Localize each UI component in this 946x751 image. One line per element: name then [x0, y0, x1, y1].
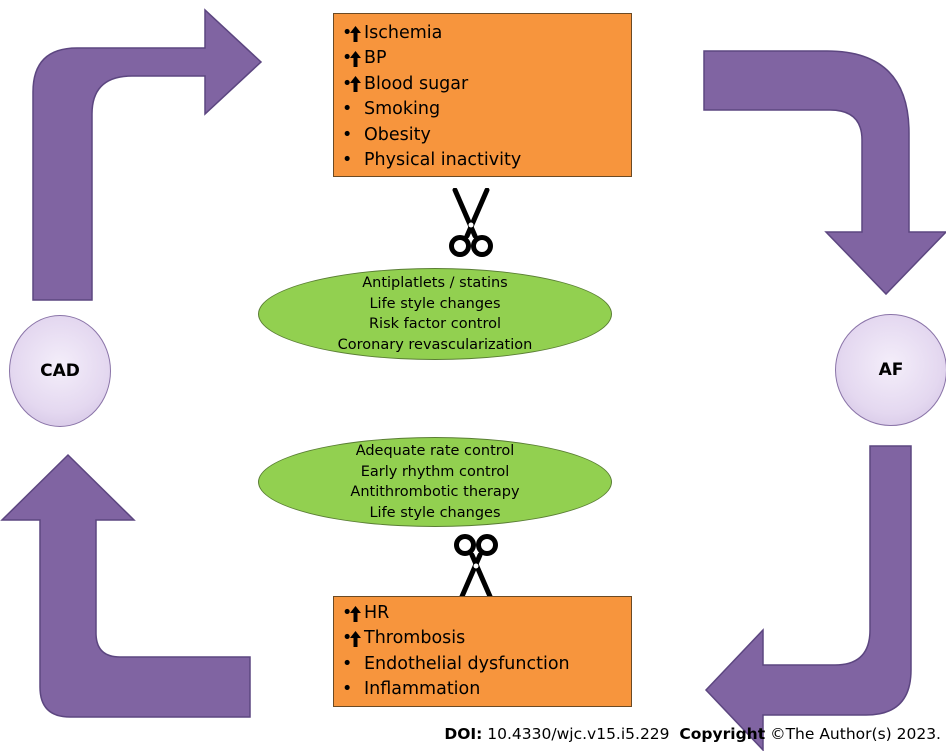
treatment-item: Coronary revascularization: [337, 336, 533, 353]
treatment-item: Life style changes: [369, 504, 501, 521]
risk-factor-text: Obesity: [364, 124, 431, 145]
risk-factors-bottom-box: • HR • Thrombosis • Endothelial dysfunction • I…: [333, 596, 632, 707]
risk-factor-item: • Blood sugar: [342, 72, 631, 97]
risk-factor-text: Ischemia: [364, 23, 443, 43]
bullet: •: [342, 124, 353, 145]
up-arrow-icon: [350, 51, 362, 68]
risk-factor-item: • Ischemia: [342, 21, 631, 46]
bullet: •: [342, 73, 353, 94]
risk-factor-item: • Inflammation: [342, 677, 631, 702]
up-arrow-icon: [350, 25, 362, 42]
risk-factor-item: • Obesity: [342, 123, 631, 148]
risk-factor-text: Endothelial dysfunction: [364, 653, 570, 674]
copyright-label: Copyright: [679, 725, 766, 743]
risk-factor-item: • Endothelial dysfunction: [342, 652, 631, 677]
treatment-item: Early rhythm control: [360, 463, 510, 480]
treatment-item: Life style changes: [369, 295, 501, 312]
af-node: AF: [835, 314, 946, 426]
cad-node: CAD: [9, 315, 111, 427]
scissors-icon: [449, 188, 493, 257]
arrow-top-to-af: [703, 50, 946, 296]
copyright-value: ©The Author(s) 2023.: [770, 725, 941, 743]
risk-factor-text: HR: [364, 603, 390, 623]
bullet: •: [342, 23, 353, 43]
risk-factor-text: BP: [364, 48, 387, 69]
arrow-bottom-to-cad: [0, 453, 251, 718]
bullet: •: [342, 603, 353, 623]
arrow-af-to-bottom: [704, 445, 912, 751]
risk-factor-item: • HR: [342, 601, 631, 626]
af-label: AF: [878, 360, 904, 380]
treatment-item: Risk factor control: [368, 316, 501, 332]
treatment-item: Antithrombotic therapy: [350, 484, 520, 500]
bullet: •: [342, 48, 353, 69]
risk-factor-item: • BP: [342, 46, 631, 71]
risk-factors-bottom-list: • HR • Thrombosis • Endothelial dysfunction • I…: [342, 601, 631, 703]
risk-factor-item: • Smoking: [342, 97, 631, 122]
risk-factor-item: • Thrombosis: [342, 626, 631, 651]
up-arrow-icon: [350, 631, 362, 648]
doi-label: DOI:: [444, 725, 483, 743]
up-arrow-icon: [350, 605, 362, 622]
risk-factor-text: Blood sugar: [364, 73, 469, 94]
treatment-item: Antiplatlets / statins: [362, 275, 508, 291]
bullet: •: [342, 679, 353, 700]
doi-value: 10.4330/wjc.v15.i5.229: [487, 725, 670, 743]
bullet: •: [342, 628, 353, 649]
risk-factors-top-list: • Ischemia • BP • Blood sugar • Smoking • Obesity…: [342, 21, 631, 173]
cad-label: CAD: [40, 361, 80, 381]
bullet: •: [342, 653, 353, 674]
citation-footer: DOI: 10.4330/wjc.v15.i5.229 Copyright ©T…: [411, 725, 941, 743]
scissors-icon: [454, 534, 498, 603]
risk-factor-text: Thrombosis: [364, 628, 466, 649]
arrow-cad-to-top: [32, 8, 263, 301]
risk-factors-top-box: • Ischemia • BP • Blood sugar • Smoking • Obesity…: [333, 13, 632, 177]
treatment-item: Adequate rate control: [355, 443, 515, 459]
bullet: •: [342, 149, 353, 170]
risk-factor-text: Physical inactivity: [364, 149, 522, 170]
risk-factor-text: Smoking: [364, 99, 441, 120]
bullet: •: [342, 99, 353, 120]
risk-factor-item: • Physical inactivity: [342, 148, 631, 173]
risk-factor-text: Inflammation: [364, 679, 481, 700]
up-arrow-icon: [350, 76, 362, 93]
